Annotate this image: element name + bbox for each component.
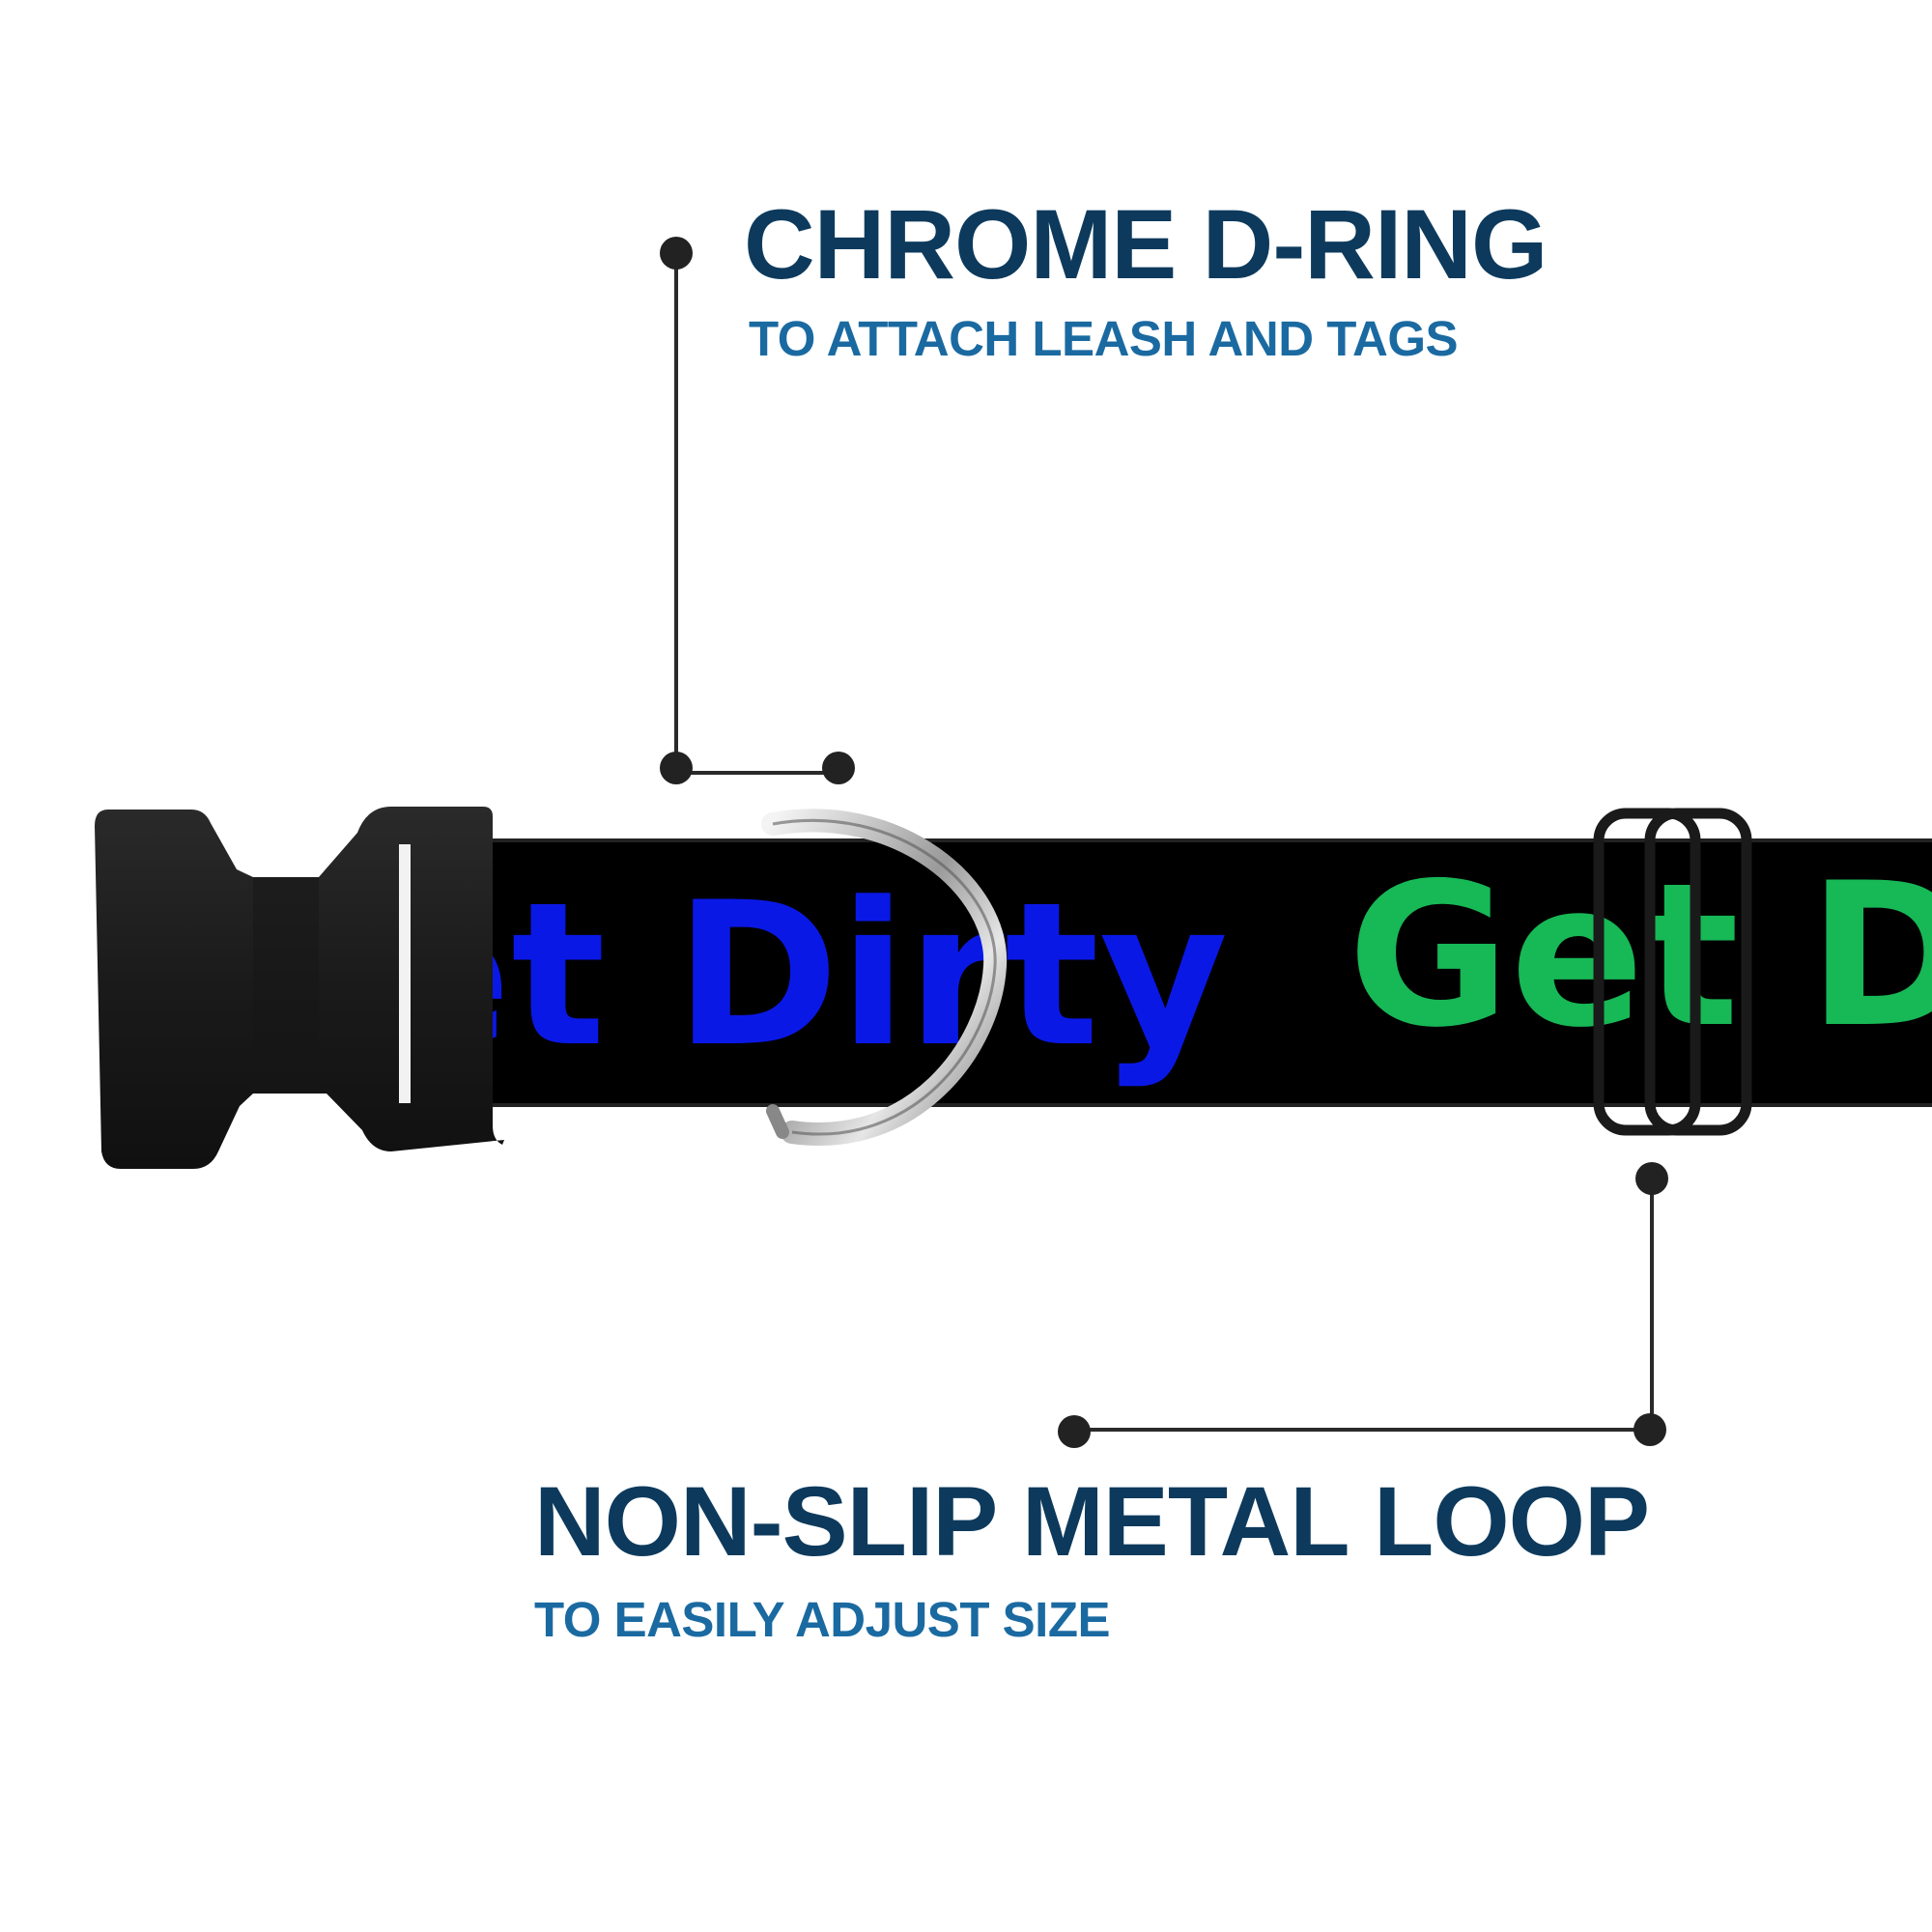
d-ring-icon bbox=[761, 809, 1008, 1146]
collar-strap: et Dirty Get Di bbox=[377, 838, 1932, 1107]
callout-dot-icon bbox=[1058, 1415, 1091, 1448]
pattern-text-green: Get Di bbox=[1348, 841, 1932, 1071]
slider-loop-icon bbox=[1593, 808, 1752, 1136]
callout-dot-icon bbox=[660, 752, 693, 784]
callout-dot-icon bbox=[822, 752, 855, 784]
pattern-text-blue: et Dirty bbox=[377, 861, 1229, 1091]
loop-subtitle: TO EASILY ADJUST SIZE bbox=[534, 1592, 1111, 1647]
dring-leader bbox=[660, 237, 855, 784]
callout-dot-icon bbox=[1635, 1162, 1668, 1195]
loop-title: NON-SLIP METAL LOOP bbox=[534, 1466, 1650, 1577]
dring-title: CHROME D-RING bbox=[744, 189, 1548, 299]
side-release-buckle-icon bbox=[95, 807, 504, 1169]
callout-dot-icon bbox=[660, 237, 693, 270]
loop-leader bbox=[1058, 1162, 1668, 1448]
dring-subtitle: TO ATTACH LEASH AND TAGS bbox=[749, 311, 1459, 366]
callout-dot-icon bbox=[1634, 1413, 1666, 1446]
